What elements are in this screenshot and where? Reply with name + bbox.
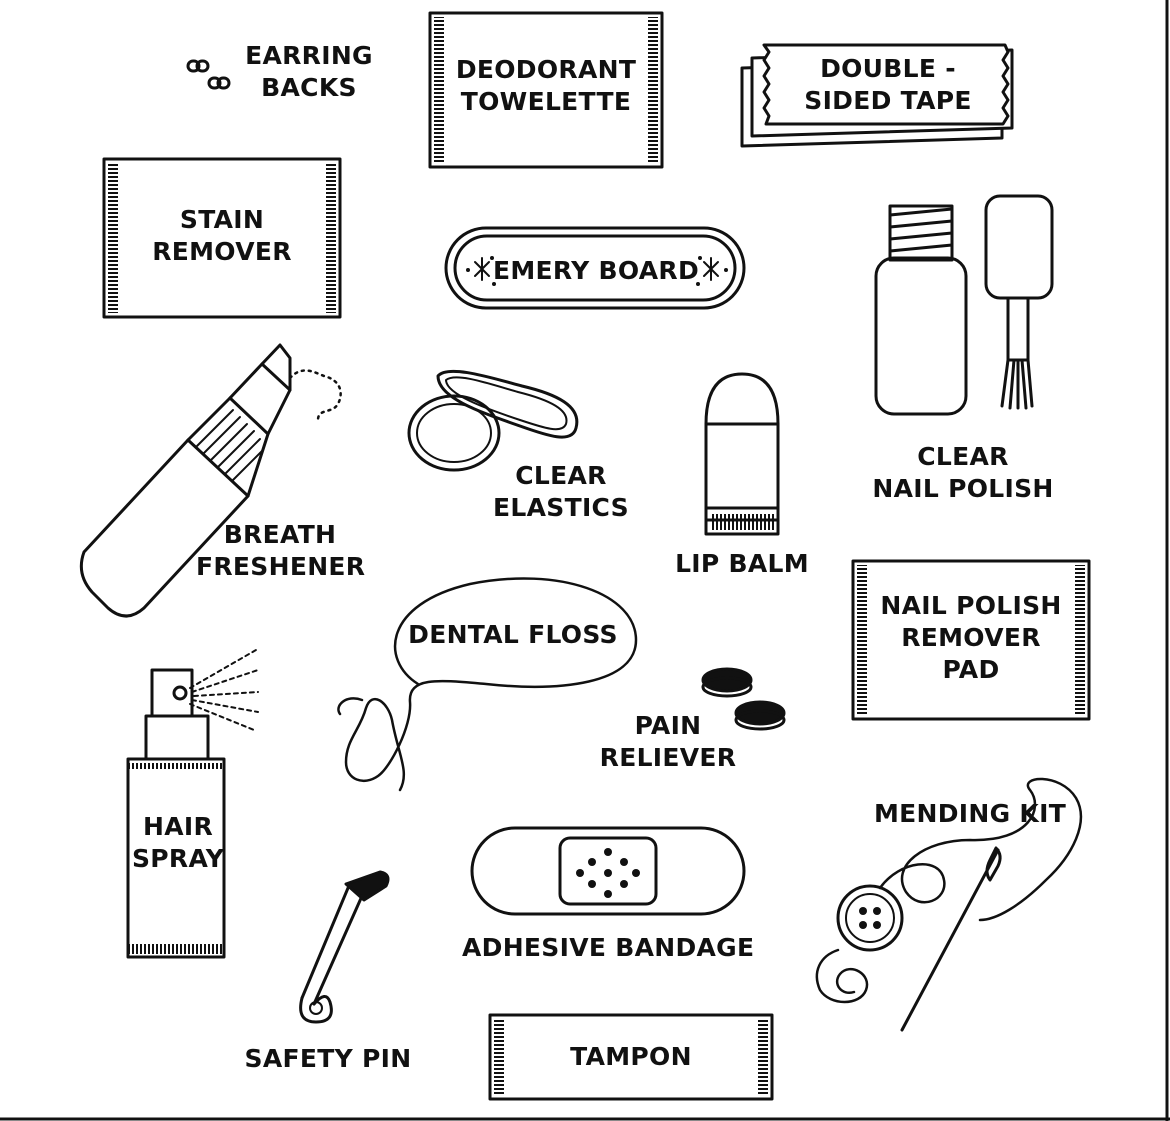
earring-backs-label: EARRING BACKS [234,40,384,104]
label-line: MENDING KIT [873,799,1067,828]
safety-pin-label: SAFETY PIN [240,1043,416,1075]
label-line: BREATH [223,520,337,549]
label-line: PAIN [634,711,702,740]
stain-remover-label: STAIN REMOVER [132,204,312,268]
emery-board-icon [444,226,746,310]
clear-elastics-label: CLEAR ELASTICS [486,460,636,524]
mending-kit-label: MENDING KIT [870,798,1070,830]
label-line: NAIL POLISH [872,474,1054,503]
label-line: FRESHENER [196,552,366,581]
earring-backs-icon [186,59,231,90]
label-line: SIDED TAPE [804,86,972,115]
hair-spray-can-icon [126,649,259,959]
nail-polish-bottle-icon [874,194,1054,416]
safety-pin-icon [299,870,390,1024]
nail-polish-remover-pad-label: NAIL POLISH REMOVER PAD [872,590,1070,686]
label-line: EMERY BOARD [492,256,699,285]
label-line: NAIL POLISH [880,591,1062,620]
hair-spray-label: HAIR SPRAY [132,811,224,875]
label-line: CLEAR [917,442,1009,471]
tape-strips-icon [740,43,1014,148]
label-line: STAIN [179,205,265,234]
dental-floss-label: DENTAL FLOSS [408,619,618,651]
label-line: RELIEVER [599,743,737,772]
double-sided-tape-label: DOUBLE - SIDED TAPE [790,53,986,117]
label-line: TAMPON [570,1042,692,1071]
floss-string-icon [337,577,638,792]
label-line: LIP BALM [675,549,809,578]
label-line: PAD [942,655,1000,684]
remover-pad-packet-icon [851,559,1091,721]
label-line: REMOVER [901,623,1041,652]
label-line: CLEAR [515,461,607,490]
label-line: TOWELETTE [460,87,632,116]
breath-freshener-label: BREATH FRESHENER [196,519,366,583]
breath-spray-bottle-icon [79,343,342,618]
label-line: SPRAY [132,844,225,873]
stain-remover-packet-icon [102,157,342,319]
pills-icon [701,667,786,731]
bandage-icon [470,826,746,916]
emery-board-label: EMERY BOARD [490,255,702,287]
deodorant-towelette-label: DEODORANT TOWELETTE [446,54,646,118]
label-line: SAFETY PIN [244,1044,412,1073]
label-line: ELASTICS [493,493,629,522]
label-line: ADHESIVE BANDAGE [462,933,755,962]
label-line: EARRING [245,41,373,70]
lip-balm-icon [704,372,780,536]
label-line: DENTAL FLOSS [408,620,618,649]
label-line: BACKS [261,73,357,102]
tampon-label: TAMPON [560,1041,702,1073]
adhesive-bandage-label: ADHESIVE BANDAGE [462,932,755,964]
label-line: REMOVER [152,237,292,266]
hair-elastics-icon [407,369,579,472]
clear-nail-polish-label: CLEAR NAIL POLISH [862,441,1064,505]
towelette-packet-icon [428,11,664,169]
pain-reliever-label: PAIN RELIEVER [596,710,740,774]
needle-button-icon [815,777,1083,1032]
label-line: HAIR [142,812,214,841]
tampon-packet-icon [488,1013,774,1101]
label-line: DOUBLE - [820,54,956,83]
label-line: DEODORANT [455,55,637,84]
lip-balm-label: LIP BALM [672,548,812,580]
